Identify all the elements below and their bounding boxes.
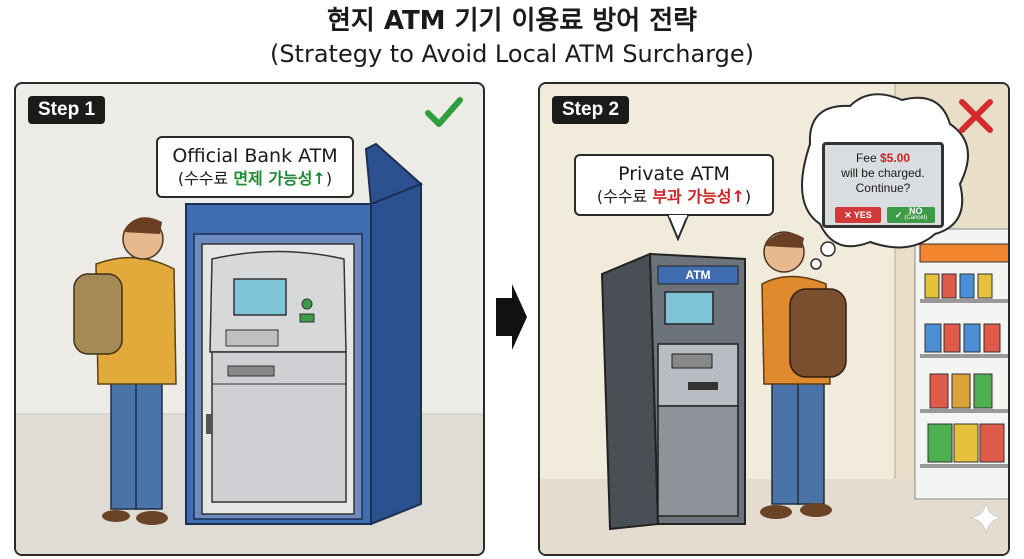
fee-line3: Continue? bbox=[855, 181, 911, 195]
check-small-icon: ✓ bbox=[894, 209, 903, 220]
fee-amount: $5.00 bbox=[879, 151, 911, 165]
step2-sign-title: Private ATM bbox=[618, 163, 730, 185]
sparkle-icon bbox=[969, 501, 1003, 535]
fee-prompt-screen: Fee $5.00 will be charged. Continue? ✕YE… bbox=[822, 142, 944, 228]
step1-panel: Step 1 Official Bank ATM (수수료 면제 가능성↑) bbox=[14, 82, 485, 556]
step1-sign-note: (수수료 면제 가능성↑) bbox=[177, 169, 333, 188]
step2-panel: Step 2 Private ATM (수수료 부과 가능성↑) ATM Fee… bbox=[538, 82, 1010, 556]
private-atm-brand: ATM bbox=[685, 268, 711, 282]
traveler-figure bbox=[73, 217, 177, 525]
x-icon: ✕ bbox=[844, 209, 852, 220]
step2-sign-note: (수수료 부과 가능성↑) bbox=[596, 187, 752, 206]
fee-line1: Fee $5.00 bbox=[855, 151, 911, 165]
title-korean: 현지 ATM 기기 이용료 방어 전략 bbox=[326, 6, 698, 36]
atm-screen bbox=[233, 278, 287, 316]
page-title: 현지 ATM 기기 이용료 방어 전략 (Strategy to Avoid L… bbox=[0, 4, 1024, 70]
backpack bbox=[789, 288, 847, 378]
yes-button[interactable]: ✕YES bbox=[835, 207, 881, 223]
step2-badge: Step 2 bbox=[552, 96, 630, 124]
private-atm bbox=[600, 252, 746, 531]
sign-pointer-icon bbox=[666, 215, 690, 241]
step1-sign: Official Bank ATM (수수료 면제 가능성↑) bbox=[156, 136, 354, 198]
title-english: (Strategy to Avoid Local ATM Surcharge) bbox=[269, 40, 755, 68]
no-button[interactable]: ✓ NO(Cancel) bbox=[887, 207, 935, 223]
step1-sign-highlight: 면제 가능성↑ bbox=[233, 169, 326, 188]
step2-sign-highlight: 부과 가능성↑ bbox=[652, 187, 745, 206]
fee-line2: will be charged. bbox=[841, 166, 925, 180]
cross-icon bbox=[959, 99, 993, 133]
traveler-figure bbox=[760, 231, 847, 519]
step1-badge: Step 1 bbox=[28, 96, 106, 124]
private-atm-screen bbox=[664, 291, 714, 325]
backpack bbox=[73, 273, 123, 355]
store-shelf bbox=[914, 228, 1008, 500]
check-icon bbox=[425, 97, 463, 127]
step2-sign: Private ATM (수수료 부과 가능성↑) bbox=[574, 154, 774, 216]
bank-atm-booth bbox=[185, 142, 423, 526]
next-arrow-icon bbox=[496, 284, 527, 350]
step1-scene bbox=[16, 142, 483, 554]
step1-sign-title: Official Bank ATM bbox=[172, 145, 338, 167]
